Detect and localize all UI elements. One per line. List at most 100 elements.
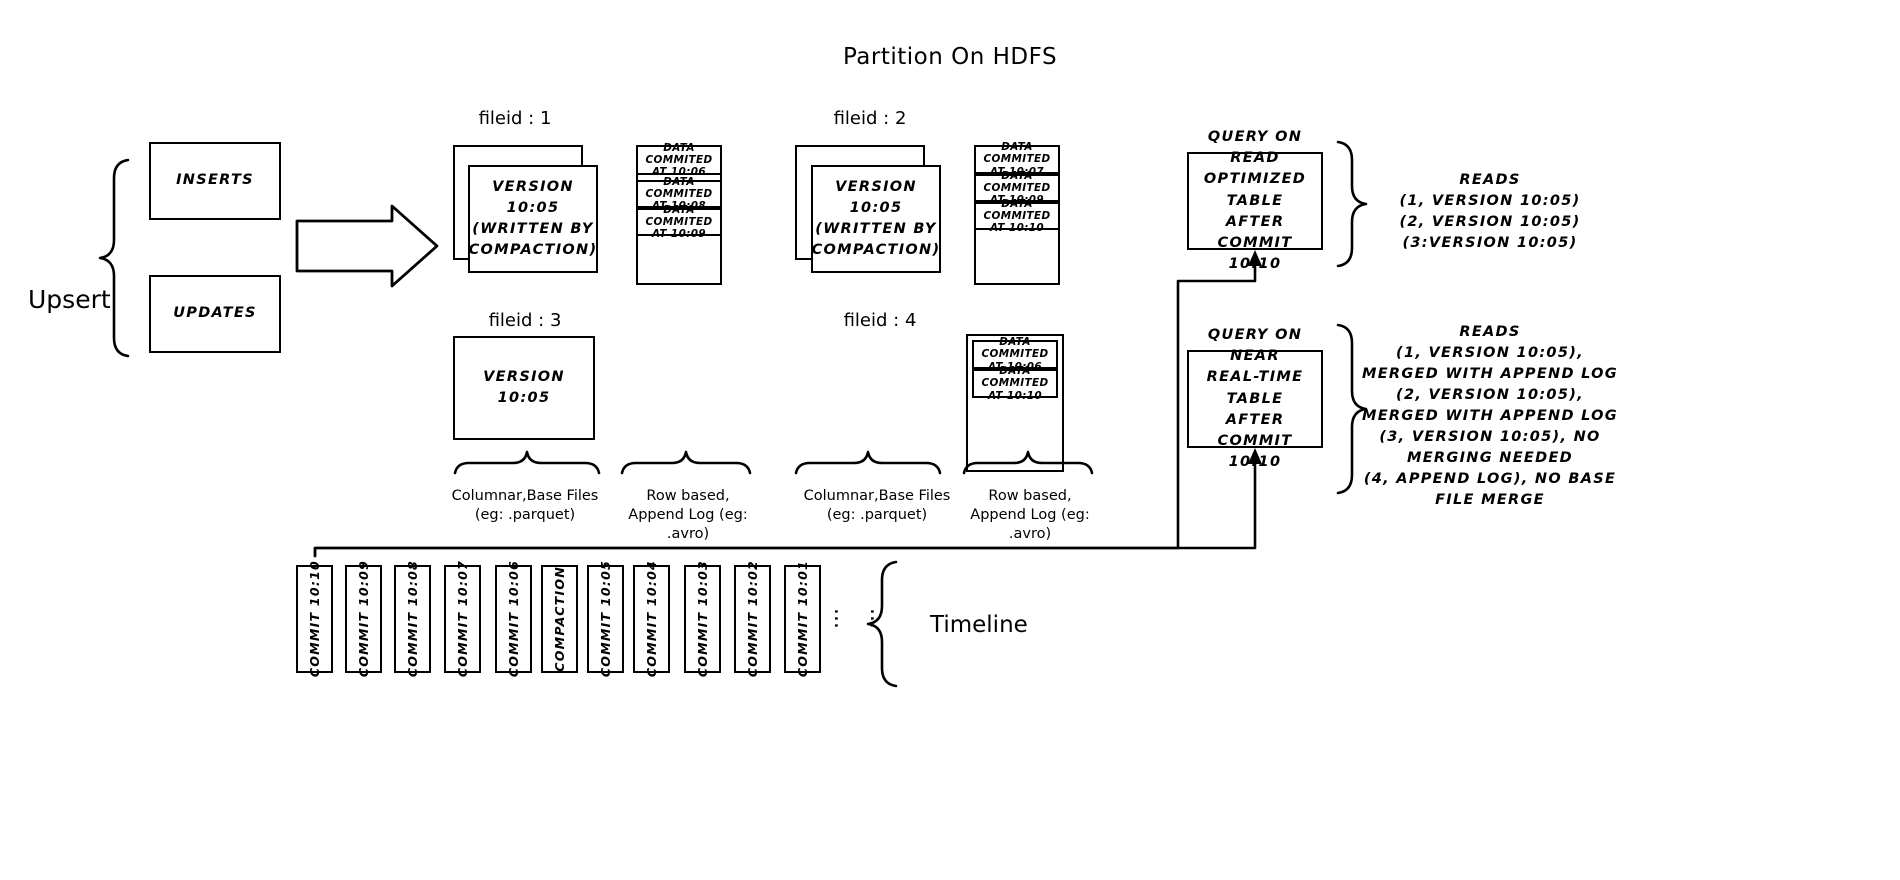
query-read-optimized-box[interactable]: QUERY ON READ OPTIMIZED TABLE AFTER COMM… (1187, 129, 1323, 272)
timeline-commit-1[interactable]: COMMIT 10:09 (345, 560, 382, 678)
timeline-ellipsis-1: ... (829, 608, 854, 629)
fileid-1-header: fileid : 1 (478, 108, 552, 129)
log-2-1-l1: DATA COMMITED (983, 141, 1051, 166)
reads-ro-line-1: (1, VERSION 10:05) (1399, 193, 1581, 210)
reads-nrt-line-1: (1, VERSION 10:05), (1396, 345, 1584, 362)
reads-nrt-line-3: (2, VERSION 10:05), (1396, 387, 1584, 404)
timeline-commit-9-label: COMMIT 10:02 (745, 560, 760, 678)
query-nrt-line-3: AFTER COMMIT (1217, 411, 1293, 449)
timeline-commit-0[interactable]: COMMIT 10:10 (296, 560, 333, 678)
caption-columnar-2-line-2: (eg: .parquet) (826, 506, 928, 523)
caption-rowbased-1: Row based, Append Log (eg: .avro) (608, 487, 768, 544)
fileid-2-header: fileid : 2 (833, 108, 907, 129)
timeline-compaction-label: COMPACTION (552, 566, 567, 672)
timeline-commit-7[interactable]: COMMIT 10:04 (633, 560, 670, 678)
timeline-commit-8[interactable]: COMMIT 10:03 (684, 560, 721, 678)
log-1-2-l1: DATA COMMITED (645, 175, 713, 200)
caption-rowbased-2-line-1: Row based, (988, 488, 1072, 504)
caption-rowbased-2-line-2: Append Log (eg: (970, 506, 1090, 523)
timeline-commit-2-label: COMMIT 10:08 (405, 560, 420, 678)
timeline-commit-10-label: COMMIT 10:01 (795, 560, 810, 678)
query-ro-line-1: QUERY ON READ (1207, 129, 1303, 167)
log-4-1-l1: DATA COMMITED (981, 336, 1049, 361)
fileid-3-base-file[interactable]: VERSION 10:05 (453, 336, 595, 440)
caption-rowbased-2-line-3: .avro) (1008, 525, 1052, 542)
query-near-real-time-box[interactable]: QUERY ON NEAR REAL-TIME TABLE AFTER COMM… (1187, 327, 1323, 470)
caption-rowbased-1-line-3: .avro) (666, 525, 710, 542)
log-4-2-l1: DATA COMMITED (981, 365, 1049, 390)
timeline-compaction[interactable]: COMPACTION (541, 565, 578, 673)
reads-nrt-line-6: MERGING NEEDED (1406, 450, 1573, 467)
timeline-commit-4[interactable]: COMMIT 10:06 (495, 560, 532, 678)
timeline-commit-1-label: COMMIT 10:09 (356, 560, 371, 678)
query-nrt-line-2: REAL-TIME TABLE (1206, 369, 1304, 407)
log-4-2-l2: AT 10:10 (987, 389, 1043, 402)
fileid-4-header: fileid : 4 (843, 310, 917, 331)
log-2-3-l2: AT 10:10 (989, 222, 1045, 235)
reads-ro-line-2: (2, VERSION 10:05) (1399, 214, 1581, 231)
timeline-commit-9[interactable]: COMMIT 10:02 (734, 560, 771, 678)
caption-rowbased-1-line-1: Row based, (646, 488, 730, 504)
inserts-label: INSERTS (176, 172, 254, 189)
upsert-label: Upsert (28, 285, 111, 314)
query-nrt-line-1: QUERY ON NEAR (1207, 327, 1303, 365)
timeline-commit-3-label: COMMIT 10:07 (455, 560, 470, 678)
reads-nrt-line-2: MERGED WITH APPEND LOG (1361, 366, 1618, 383)
brace-rowlog-1 (620, 450, 752, 475)
timeline-commit-3[interactable]: COMMIT 10:07 (444, 560, 481, 678)
timeline-commit-6-label: COMMIT 10:05 (598, 560, 613, 678)
fileid-3-header: fileid : 3 (488, 310, 562, 331)
log-2-3-l1: DATA COMMITED (983, 197, 1051, 222)
updates-box[interactable]: UPDATES (149, 275, 281, 353)
fileid-1-base-line-2: (WRITTEN BY (472, 221, 594, 237)
reads-nrt-title: READS (1459, 324, 1521, 340)
upsert-brace (98, 158, 130, 358)
caption-columnar-1: Columnar,Base Files (eg: .parquet) (430, 487, 620, 525)
inserts-box[interactable]: INSERTS (149, 142, 281, 220)
timeline-ellipsis-2: ... (865, 608, 890, 629)
fileid-2-base-line-3: COMPACTION) (811, 242, 941, 259)
fileid-1-base-line-1: VERSION 10:05 (492, 178, 574, 216)
updates-label: UPDATES (173, 305, 257, 322)
fileid-1-base-line-3: COMPACTION) (468, 242, 598, 259)
brace-columnar-2 (794, 450, 942, 475)
query-ro-line-4: 10:10 (1228, 255, 1282, 272)
log-1-3-l2: AT 10:09 (651, 228, 707, 241)
brace-columnar-1 (453, 450, 601, 475)
log-2-2-l1: DATA COMMITED (983, 169, 1051, 194)
reads-ro-title: READS (1459, 172, 1521, 188)
commit-arrow-label: Commit 10:10 (308, 238, 419, 256)
timeline-commit-0-label: COMMIT 10:10 (307, 560, 322, 678)
fileid-2-base-line-1: VERSION 10:05 (835, 178, 917, 216)
timeline-commit-2[interactable]: COMMIT 10:08 (394, 560, 431, 678)
page-title: Partition On HDFS (842, 44, 1058, 70)
reads-nrt-line-5: (3, VERSION 10:05), NO (1379, 429, 1601, 446)
reads-read-optimized: READS (1, VERSION 10:05) (2, VERSION 10:… (1355, 170, 1625, 254)
reads-ro-line-3: (3:VERSION 10:05) (1402, 235, 1578, 252)
reads-nrt-line-4: MERGED WITH APPEND LOG (1361, 408, 1618, 425)
caption-columnar-1-line-1: Columnar,Base Files (451, 488, 599, 504)
fileid-2-base-file[interactable]: VERSION 10:05 (WRITTEN BY COMPACTION) (811, 165, 941, 273)
fileid-2-base-line-2: (WRITTEN BY (815, 221, 937, 237)
reads-near-real-time: READS (1, VERSION 10:05), MERGED WITH AP… (1345, 322, 1635, 511)
reads-nrt-line-7: (4, APPEND LOG), NO BASE (1363, 471, 1617, 488)
query-ro-line-2: OPTIMIZED TABLE (1203, 171, 1307, 209)
timeline-commit-6[interactable]: COMMIT 10:05 (587, 560, 624, 678)
fileid-1-base-file[interactable]: VERSION 10:05 (WRITTEN BY COMPACTION) (468, 165, 598, 273)
timeline-commit-4-label: COMMIT 10:06 (506, 560, 521, 678)
timeline-label: Timeline (930, 612, 1028, 638)
timeline-commit-10[interactable]: COMMIT 10:01 (784, 560, 821, 678)
timeline-commit-8-label: COMMIT 10:03 (695, 560, 710, 678)
query-ro-line-3: AFTER COMMIT (1217, 213, 1293, 251)
fileid-3-base-line-1: VERSION 10:05 (483, 368, 565, 406)
timeline-commit-7-label: COMMIT 10:04 (644, 560, 659, 678)
caption-columnar-1-line-2: (eg: .parquet) (474, 506, 576, 523)
caption-rowbased-2: Row based, Append Log (eg: .avro) (950, 487, 1110, 544)
caption-columnar-2: Columnar,Base Files (eg: .parquet) (782, 487, 972, 525)
